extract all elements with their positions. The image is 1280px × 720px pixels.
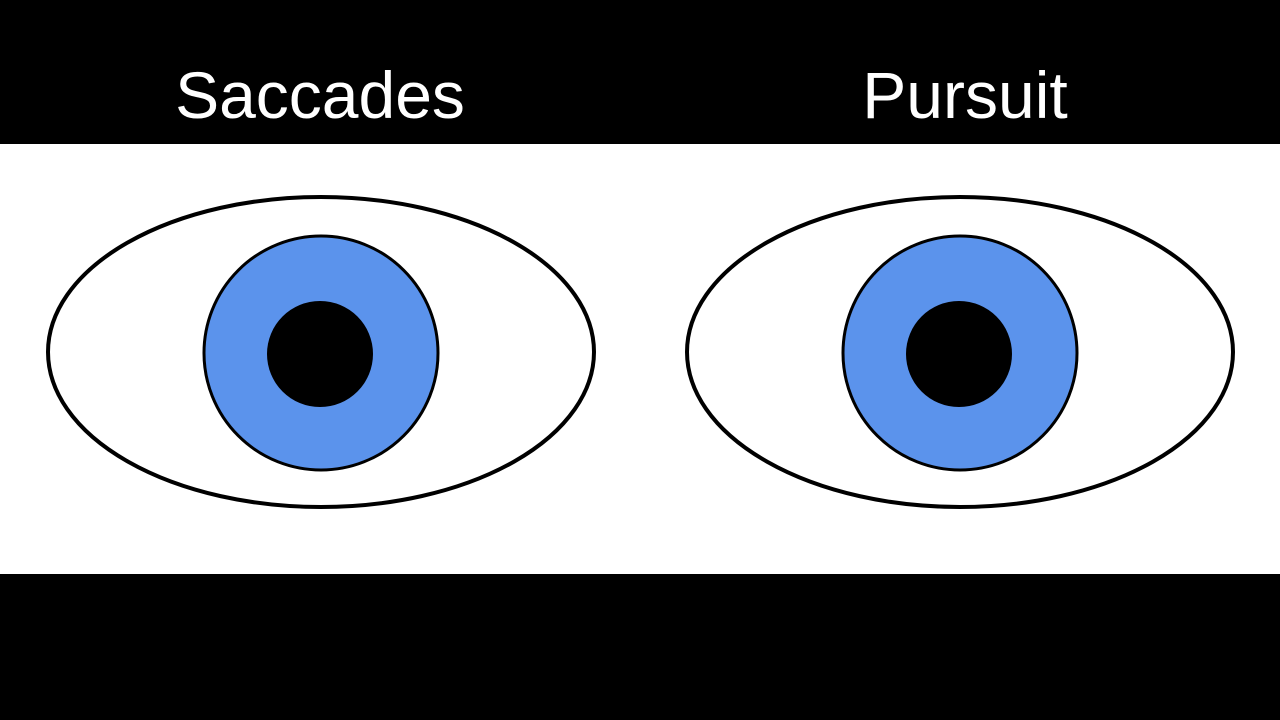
bottom-band	[0, 574, 1280, 720]
pursuit-label: Pursuit	[862, 58, 1068, 132]
left-eye-icon	[46, 195, 596, 509]
eyes-diagram	[46, 195, 1235, 509]
left-eye-pupil	[267, 301, 373, 407]
right-eye-pupil	[906, 301, 1012, 407]
saccades-label: Saccades	[175, 58, 465, 132]
right-eye-icon	[685, 195, 1235, 509]
title-band: Saccades Pursuit	[0, 0, 1280, 144]
